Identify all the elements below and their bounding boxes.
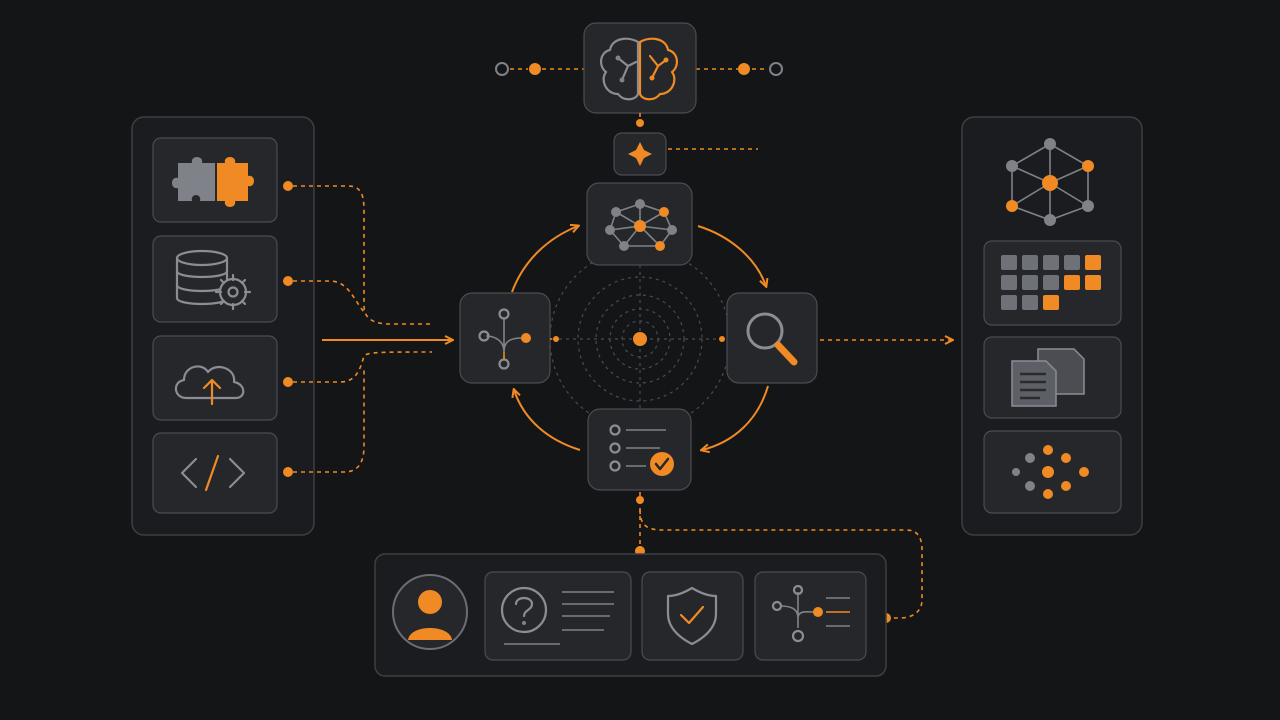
matrix-cell: [1043, 275, 1059, 290]
shield-check-icon: [666, 586, 718, 646]
cycle-node-search[interactable]: [726, 292, 818, 384]
output-cluster[interactable]: [983, 430, 1122, 514]
cloud-upload-icon: [174, 365, 245, 406]
cycle-node-graph[interactable]: [586, 182, 693, 266]
matrix-cell: [1064, 255, 1080, 270]
output-matrix[interactable]: [983, 240, 1122, 326]
matrix-cell: [1001, 275, 1017, 290]
input-cloud[interactable]: [152, 335, 278, 421]
brain-icon: [600, 37, 678, 101]
puzzle-icon: [172, 157, 254, 207]
link-node: [636, 119, 644, 127]
tool-user[interactable]: [392, 574, 468, 650]
help-list-icon: [500, 586, 614, 645]
matrix-cell: [1043, 255, 1059, 270]
center-rings: [549, 248, 731, 430]
tool-shield[interactable]: [641, 571, 744, 661]
branch-list-icon: [771, 584, 850, 643]
tool-help[interactable]: [484, 571, 632, 661]
matrix-cell: [1001, 255, 1017, 270]
branch-icon: [478, 308, 531, 370]
input-puzzle[interactable]: [152, 137, 278, 223]
matrix-cell: [1085, 275, 1101, 290]
code-icon: [180, 454, 246, 492]
output-documents[interactable]: [983, 336, 1122, 419]
brain-module[interactable]: [583, 22, 697, 114]
search-icon: [746, 312, 798, 366]
database-gear-icon: [175, 249, 252, 311]
sparkle-icon: [628, 142, 652, 166]
knowledge-graph-icon: [1006, 138, 1094, 226]
top-connector: [495, 62, 783, 76]
documents-icon: [1011, 348, 1085, 407]
user-icon: [392, 574, 468, 650]
input-code[interactable]: [152, 432, 278, 514]
input-connectors: [283, 181, 452, 477]
sparkle-module[interactable]: [613, 132, 667, 176]
checklist-icon: [609, 424, 674, 476]
center-node: [633, 332, 647, 346]
matrix-cell: [1064, 275, 1080, 290]
cycle-arrows: [511, 226, 769, 450]
grid-matrix-icon: [1001, 255, 1101, 310]
matrix-cell: [1043, 295, 1059, 310]
matrix-cell: [1085, 255, 1101, 270]
tool-branch[interactable]: [754, 571, 867, 661]
matrix-cell: [1022, 275, 1038, 290]
matrix-cell: [1001, 295, 1017, 310]
matrix-cell: [1022, 295, 1038, 310]
input-database[interactable]: [152, 235, 278, 323]
output-knowledge-graph[interactable]: [1006, 138, 1094, 226]
cycle-node-branch[interactable]: [459, 292, 551, 384]
matrix-cell: [1022, 255, 1038, 270]
cycle-node-checklist[interactable]: [587, 408, 692, 491]
network-graph-icon: [605, 199, 677, 251]
dot-cluster-icon: [1012, 445, 1089, 499]
